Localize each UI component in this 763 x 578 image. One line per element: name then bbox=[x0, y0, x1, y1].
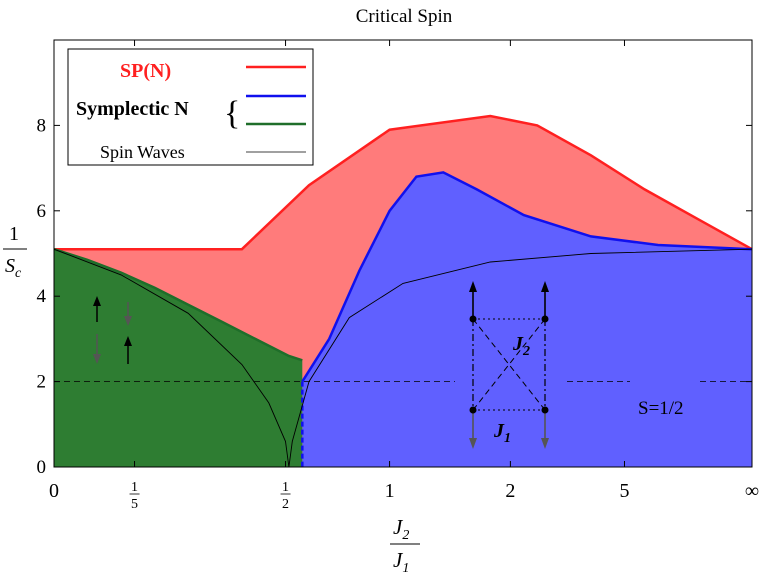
plot-frame bbox=[53, 39, 753, 468]
lattice-inset: J2 J1 bbox=[469, 281, 549, 449]
series-line-symplectic-blue bbox=[301, 171, 753, 383]
y-tick-label: 6 bbox=[37, 201, 47, 222]
coupling-label-j2: J2 bbox=[512, 333, 530, 359]
legend-label-spn: SP(N) bbox=[120, 60, 171, 82]
y-axis-label-den-main: S bbox=[5, 255, 15, 277]
y-tick-label: 2 bbox=[37, 372, 47, 393]
x-tick-label: 2 bbox=[505, 480, 515, 502]
x-label-den-main: J bbox=[393, 548, 404, 572]
x-tick-label-denominator: 5 bbox=[131, 497, 138, 512]
filled-regions bbox=[54, 116, 752, 467]
lattice-spin-arrow-top-right bbox=[541, 281, 549, 319]
x-axis-ticks: 0 1 5 1 2 1 2 5 ∞ bbox=[49, 40, 759, 512]
coupling-j2-main: J bbox=[512, 333, 524, 355]
x-label-num-sub: 2 bbox=[402, 528, 409, 543]
x-tick-label: 1 bbox=[385, 480, 395, 502]
coupling-label-j1: J1 bbox=[493, 420, 511, 446]
y-axis-label-den-sub: c bbox=[15, 266, 22, 281]
lattice-spin-arrow-bottom-right bbox=[541, 410, 549, 449]
y-axis-ticks: 0 2 4 6 8 bbox=[37, 115, 752, 478]
series-line-spn bbox=[54, 114, 753, 251]
x-axis-label-numerator: J2 bbox=[393, 515, 409, 543]
coupling-j2-sub: 2 bbox=[522, 344, 530, 359]
lattice-site-top-right bbox=[541, 315, 549, 323]
spin-arrow-up-2 bbox=[124, 336, 132, 364]
legend-brace: { bbox=[224, 95, 240, 132]
x-axis-label-denominator: J1 bbox=[393, 548, 409, 576]
chart-title: Critical Spin bbox=[356, 6, 453, 27]
x-tick-label: 5 bbox=[619, 480, 629, 502]
lattice-site-top-left bbox=[469, 315, 477, 323]
x-tick-label-numerator: 1 bbox=[131, 480, 138, 495]
x-tick-label-numerator: 1 bbox=[282, 480, 289, 495]
spin-arrow-down-2 bbox=[124, 302, 132, 326]
lattice-spin-arrow-bottom-left bbox=[469, 410, 477, 449]
spin-arrow-up-1 bbox=[93, 296, 101, 322]
lattice-site-bottom-left bbox=[469, 406, 477, 414]
coupling-j1-main: J bbox=[493, 420, 505, 442]
lattice-spin-arrow-top-left bbox=[469, 281, 477, 319]
y-tick-label: 0 bbox=[37, 457, 47, 478]
lattice-site-bottom-right bbox=[541, 406, 549, 414]
x-axis-label: J2 J1 bbox=[390, 515, 420, 576]
coupling-j1-sub: 1 bbox=[504, 431, 511, 446]
series-curves bbox=[53, 114, 753, 468]
series-line-spin-waves bbox=[53, 248, 753, 468]
x-tick-label-denominator: 2 bbox=[282, 497, 289, 512]
reference-line-label: S=1/2 bbox=[638, 398, 684, 419]
legend-label-symplectic: Symplectic N bbox=[76, 98, 189, 120]
spin-arrow-down-1 bbox=[93, 334, 101, 364]
y-axis-label-numerator: 1 bbox=[9, 223, 19, 245]
y-axis-label-denominator: Sc bbox=[5, 255, 22, 281]
area-symplectic-blue bbox=[302, 172, 752, 467]
legend-box bbox=[67, 48, 314, 166]
x-tick-label: ∞ bbox=[745, 480, 759, 502]
x-tick-label: 0 bbox=[49, 480, 59, 502]
antiparallel-spins-inset bbox=[93, 296, 132, 364]
y-axis-label: 1 Sc bbox=[3, 223, 27, 281]
x-label-den-sub: 1 bbox=[402, 561, 409, 576]
y-tick-label: 4 bbox=[37, 286, 47, 307]
area-symplectic-green bbox=[54, 249, 303, 467]
x-label-num-main: J bbox=[393, 515, 404, 539]
y-tick-label: 8 bbox=[37, 115, 47, 136]
series-line-symplectic-green bbox=[53, 248, 303, 362]
legend-label-spin-waves: Spin Waves bbox=[100, 142, 185, 162]
legend: SP(N) Symplectic N { Spin Waves bbox=[67, 48, 314, 166]
